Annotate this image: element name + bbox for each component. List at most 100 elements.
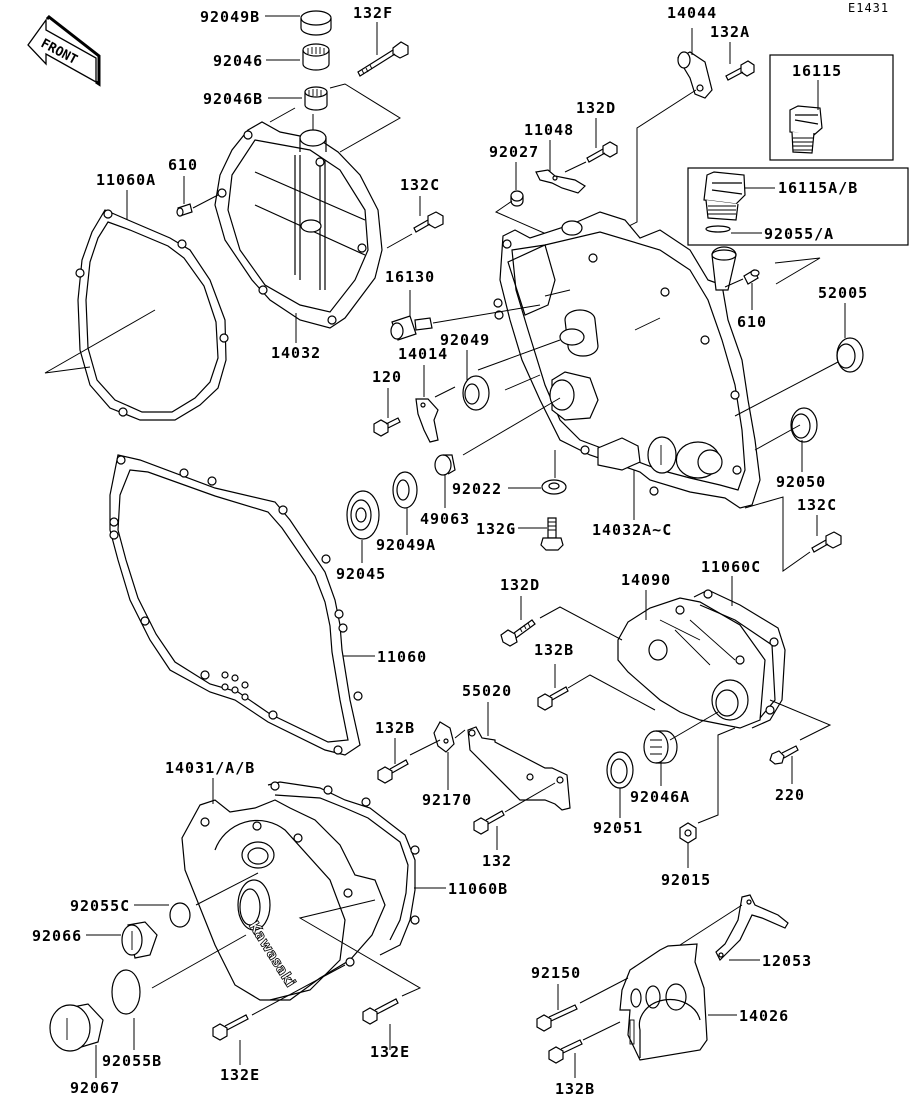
part-11060A-gasket[interactable] bbox=[75, 209, 229, 421]
label-14032[interactable]: 14032 bbox=[271, 344, 321, 362]
part-92022-washer[interactable] bbox=[541, 479, 567, 495]
part-92049A-bearing[interactable] bbox=[392, 471, 418, 509]
label-132D-top[interactable]: 132D bbox=[576, 99, 616, 117]
label-92150[interactable]: 92150 bbox=[531, 964, 581, 982]
part-220-bolt[interactable] bbox=[769, 745, 799, 765]
part-14026-sprocket-guard[interactable] bbox=[619, 943, 708, 1061]
part-132C-bolt-top[interactable] bbox=[413, 211, 444, 233]
label-132C-right[interactable]: 132C bbox=[797, 496, 837, 514]
label-12053[interactable]: 12053 bbox=[762, 952, 812, 970]
label-11060B[interactable]: 11060B bbox=[448, 880, 508, 898]
part-132D-bolt-top[interactable] bbox=[586, 141, 618, 163]
part-12053-bracket[interactable] bbox=[715, 894, 789, 962]
part-16130-fitting[interactable] bbox=[390, 315, 433, 341]
part-132D-bolt-mid[interactable] bbox=[500, 619, 536, 647]
label-16130[interactable]: 16130 bbox=[385, 268, 435, 286]
part-49063-plug[interactable] bbox=[434, 454, 456, 476]
label-92170[interactable]: 92170 bbox=[422, 791, 472, 809]
part-16115-oil-cap[interactable] bbox=[789, 105, 823, 154]
part-132B-bolt-left[interactable] bbox=[377, 759, 409, 784]
part-11060-gasket[interactable] bbox=[109, 454, 363, 756]
part-14031AB-magneto-cover[interactable]: Kawasaki bbox=[181, 799, 386, 1001]
label-132B-bottom[interactable]: 132B bbox=[555, 1080, 595, 1098]
part-92170-lock-plate[interactable] bbox=[433, 721, 455, 753]
part-92015-nut[interactable] bbox=[679, 822, 697, 844]
label-220[interactable]: 220 bbox=[775, 786, 805, 804]
label-92055B[interactable]: 92055B bbox=[102, 1052, 162, 1070]
label-49063[interactable]: 49063 bbox=[420, 510, 470, 528]
part-11060B-gasket[interactable] bbox=[267, 781, 420, 956]
label-14031AB[interactable]: 14031/A/B bbox=[165, 759, 255, 777]
label-92055A[interactable]: 92055/A bbox=[764, 225, 834, 243]
part-92067-plug[interactable] bbox=[49, 1003, 104, 1052]
part-92046-bearing[interactable] bbox=[302, 43, 330, 71]
label-132E-right[interactable]: 132E bbox=[370, 1043, 410, 1061]
label-14026[interactable]: 14026 bbox=[739, 1007, 789, 1025]
part-132E-bolt-left[interactable] bbox=[212, 1014, 249, 1041]
label-14014[interactable]: 14014 bbox=[398, 345, 448, 363]
part-92150-bolt[interactable] bbox=[536, 1004, 578, 1032]
part-132G-bolt[interactable] bbox=[540, 517, 564, 551]
part-55020-bracket[interactable] bbox=[467, 726, 571, 811]
label-92045[interactable]: 92045 bbox=[336, 565, 386, 583]
label-14032AC[interactable]: 14032A~C bbox=[592, 521, 672, 539]
part-132A-bolt[interactable] bbox=[725, 60, 755, 81]
part-132C-bolt-right[interactable] bbox=[811, 531, 842, 553]
label-92022[interactable]: 92022 bbox=[452, 480, 502, 498]
part-610-dowel-left[interactable] bbox=[176, 203, 193, 217]
label-52005[interactable]: 52005 bbox=[818, 284, 868, 302]
part-11048-clip[interactable] bbox=[535, 169, 586, 194]
part-132F-bolt[interactable] bbox=[357, 41, 409, 77]
part-92027-collar[interactable] bbox=[510, 190, 524, 207]
part-52005-oil-seal[interactable] bbox=[836, 337, 864, 373]
label-120[interactable]: 120 bbox=[372, 368, 402, 386]
part-92051-oil-seal[interactable] bbox=[606, 751, 634, 789]
part-132B-bolt-bottom[interactable] bbox=[548, 1039, 583, 1064]
label-11060[interactable]: 11060 bbox=[377, 648, 427, 666]
label-92049[interactable]: 92049 bbox=[440, 331, 490, 349]
label-92046A[interactable]: 92046A bbox=[630, 788, 690, 806]
label-132E-left[interactable]: 132E bbox=[220, 1066, 260, 1084]
label-16115[interactable]: 16115 bbox=[792, 62, 842, 80]
part-92045-bearing[interactable] bbox=[346, 490, 380, 540]
label-92046B[interactable]: 92046B bbox=[203, 90, 263, 108]
part-92066-plug[interactable] bbox=[121, 921, 158, 959]
label-11048[interactable]: 11048 bbox=[524, 121, 574, 139]
part-92046B-bearing[interactable] bbox=[304, 86, 328, 111]
label-14090[interactable]: 14090 bbox=[621, 571, 671, 589]
part-92055A-oring[interactable] bbox=[705, 225, 731, 233]
part-92046A-bearing[interactable] bbox=[643, 730, 678, 764]
label-92067[interactable]: 92067 bbox=[70, 1079, 120, 1097]
part-92049-oil-seal[interactable] bbox=[462, 375, 490, 411]
label-132A[interactable]: 132A bbox=[710, 23, 750, 41]
label-55020[interactable]: 55020 bbox=[462, 682, 512, 700]
part-92050-oil-seal[interactable] bbox=[790, 407, 818, 443]
part-14032AC-clutch-housing[interactable] bbox=[493, 211, 761, 509]
part-11060C-gasket[interactable] bbox=[693, 589, 786, 729]
label-92051[interactable]: 92051 bbox=[593, 819, 643, 837]
label-92049B[interactable]: 92049B bbox=[200, 8, 260, 26]
part-132-bolt[interactable] bbox=[473, 810, 505, 835]
label-92049A[interactable]: 92049A bbox=[376, 536, 436, 554]
label-11060A[interactable]: 11060A bbox=[96, 171, 156, 189]
label-14044[interactable]: 14044 bbox=[667, 4, 717, 22]
part-92055B-oring[interactable] bbox=[111, 969, 141, 1015]
part-14044-bracket[interactable] bbox=[677, 51, 713, 99]
label-132G[interactable]: 132G bbox=[476, 520, 516, 538]
label-92046[interactable]: 92046 bbox=[213, 52, 263, 70]
label-132B-left[interactable]: 132B bbox=[375, 719, 415, 737]
label-610-left[interactable]: 610 bbox=[168, 156, 198, 174]
part-120-bolt[interactable] bbox=[373, 417, 401, 437]
part-132E-bolt-right[interactable] bbox=[362, 998, 399, 1025]
label-132C-top[interactable]: 132C bbox=[400, 176, 440, 194]
label-132F[interactable]: 132F bbox=[353, 4, 393, 22]
part-14032-clutch-cover[interactable] bbox=[214, 121, 383, 329]
label-132B-mid[interactable]: 132B bbox=[534, 641, 574, 659]
label-16115AB[interactable]: 16115A/B bbox=[778, 179, 858, 197]
part-610-dowel-right[interactable] bbox=[743, 269, 760, 285]
part-132B-bolt-mid[interactable] bbox=[537, 686, 569, 711]
label-92050[interactable]: 92050 bbox=[776, 473, 826, 491]
part-92049B-seal[interactable] bbox=[300, 10, 332, 36]
part-92055C-oring[interactable] bbox=[169, 902, 191, 928]
label-92027[interactable]: 92027 bbox=[489, 143, 539, 161]
